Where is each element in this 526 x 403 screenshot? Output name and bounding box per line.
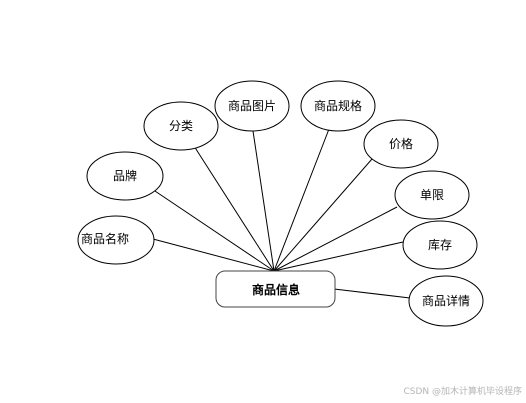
edge-price xyxy=(273,158,373,272)
connectors xyxy=(148,128,411,299)
edge-detail xyxy=(333,288,411,299)
attribute-label: 价格 xyxy=(389,136,413,151)
edge-image xyxy=(252,130,275,272)
edge-category xyxy=(193,145,275,272)
watermark: CSDN @加木计算机毕设程序 xyxy=(403,387,522,397)
edge-stock xyxy=(273,241,404,272)
attribute-商品详情: 商品详情 xyxy=(408,275,484,327)
attribute-库存: 库存 xyxy=(402,220,478,270)
attribute-label: 商品规格 xyxy=(314,98,362,113)
edge-name xyxy=(152,238,275,272)
attribute-商品图片: 商品图片 xyxy=(214,80,290,132)
attribute-商品名称: 商品名称 xyxy=(77,215,155,265)
edge-limit xyxy=(273,206,398,272)
attribute-label: 商品详情 xyxy=(422,293,470,308)
attribute-label: 品牌 xyxy=(113,169,137,183)
attribute-label: 分类 xyxy=(169,119,193,133)
attribute-价格: 价格 xyxy=(363,119,439,169)
attribute-分类: 分类 xyxy=(143,101,219,151)
attribute-商品规格: 商品规格 xyxy=(300,80,376,132)
attribute-label: 库存 xyxy=(428,237,452,252)
attribute-品牌: 品牌 xyxy=(86,151,164,201)
entity-商品信息: 商品信息 xyxy=(215,270,336,308)
attribute-label: 商品图片 xyxy=(228,98,276,113)
attribute-label: 商品名称 xyxy=(81,231,129,246)
edge-spec xyxy=(273,128,330,272)
attribute-label: 单限 xyxy=(420,188,444,202)
entity-label: 商品信息 xyxy=(252,282,300,297)
attribute-单限: 单限 xyxy=(394,170,470,220)
edge-brand xyxy=(148,186,275,272)
